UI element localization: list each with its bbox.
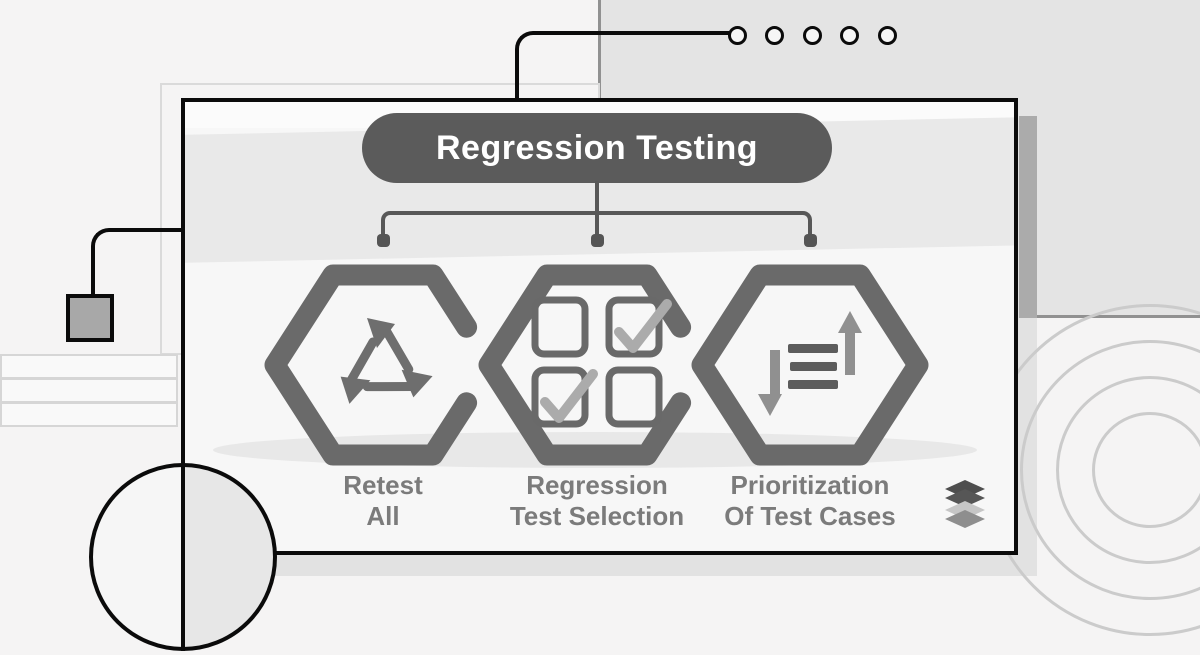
diagram-card: Regression Testing	[181, 98, 1018, 555]
decor-circle	[878, 26, 897, 45]
decor-vertical-line	[181, 460, 185, 651]
hexagon-test-selection	[478, 264, 692, 466]
tree-connector-dot	[591, 234, 604, 247]
layers-stack-logo-icon	[945, 480, 985, 528]
background-row-line	[0, 354, 178, 379]
decor-square	[66, 294, 114, 342]
tree-connector-dot	[804, 234, 817, 247]
hexagon-chain	[264, 264, 929, 466]
sort-priority-icon	[758, 311, 862, 416]
hexagon-retest-all	[264, 264, 478, 466]
recycle-icon	[340, 318, 433, 404]
check-mark	[614, 299, 672, 353]
title-pill: Regression Testing	[362, 113, 832, 183]
node-label-retest-all: Retest All	[343, 470, 423, 531]
diagram-title: Regression Testing	[436, 128, 758, 167]
decor-circle	[840, 26, 859, 45]
check-mark	[540, 369, 598, 423]
node-label-test-selection: Regression Test Selection	[509, 470, 685, 531]
hexagon-prioritization	[691, 264, 929, 466]
tree-connector-dot	[377, 234, 390, 247]
connector-line-top	[515, 31, 729, 100]
checkboxes-icon	[531, 296, 672, 428]
decor-circle	[765, 26, 784, 45]
node-label-prioritization: Prioritization Of Test Cases	[724, 470, 896, 531]
decor-circle	[728, 26, 747, 45]
tree-connector-bar	[381, 211, 812, 237]
card-shadow-dark-strip	[1019, 116, 1037, 318]
background-row-line	[0, 402, 178, 427]
background-row-line	[0, 378, 178, 403]
decor-circle	[803, 26, 822, 45]
connector-line-left	[91, 228, 181, 298]
tree-connector-stem	[595, 181, 599, 240]
